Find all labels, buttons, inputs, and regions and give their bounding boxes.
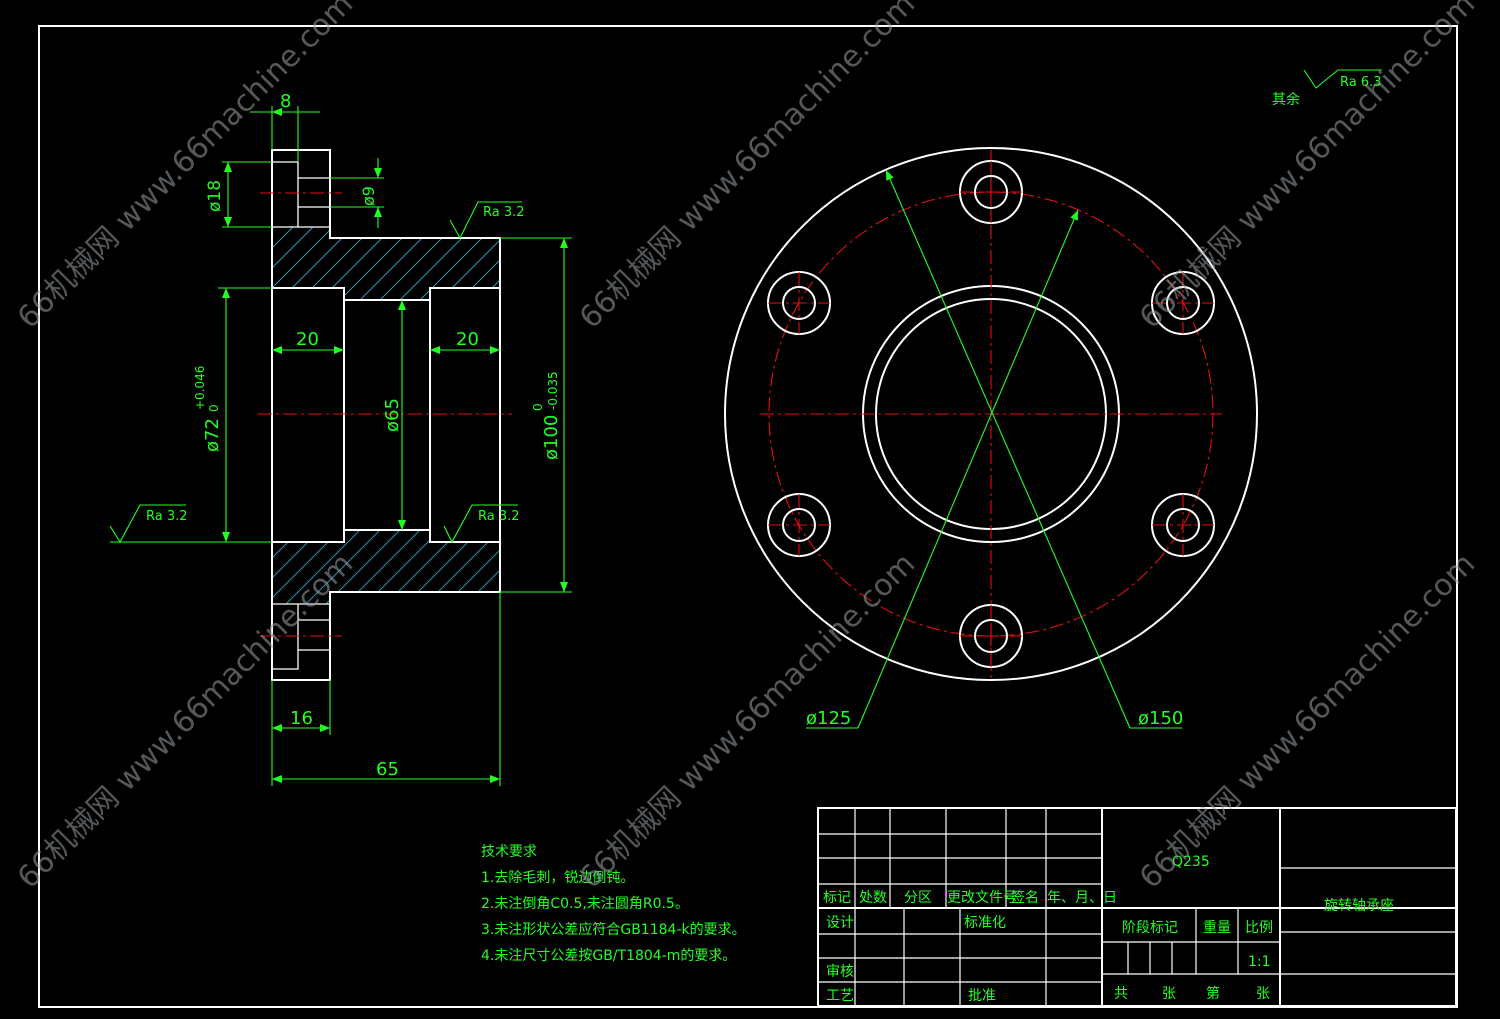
tb-review: 审核 xyxy=(826,964,854,980)
dim-flange-outer-label: ø150 xyxy=(1138,708,1183,729)
watermark-5: 66机械网 www.66machine.com xyxy=(573,546,922,895)
roughness-symbol-left: Ra 3.2 xyxy=(109,504,272,544)
dim-inner-dia: ø65 xyxy=(382,300,406,530)
dim-bore-dia-tol-lower: 0 xyxy=(207,404,221,412)
tech-requirement-3: 3.未注形状公差应符合GB1184-k的要求。 xyxy=(481,921,746,938)
tech-requirements-title: 技术要求 xyxy=(481,844,537,860)
dim-bolt-small-dia: ø9 xyxy=(330,158,384,228)
dim-flange-thickness: 8 xyxy=(250,91,320,162)
watermark-3: 66机械网 www.66machine.com xyxy=(1133,0,1482,336)
default-roughness: 其余 Ra 6.3 xyxy=(1272,69,1382,108)
dim-outer-dia: ø100 0 -0.035 xyxy=(500,237,572,593)
section-hatching xyxy=(272,227,500,300)
end-view: ø125 ø150 xyxy=(724,147,1258,729)
bolt-hole-4 xyxy=(767,493,831,557)
bolt-hole-6 xyxy=(959,604,1023,668)
tech-requirement-2: 2.未注倒角C0.5,未注圆角R0.5。 xyxy=(481,896,689,912)
roughness-symbol-top: Ra 3.2 xyxy=(449,201,525,240)
section-hatching-bottom xyxy=(272,530,500,604)
bolt-hole-top xyxy=(272,161,330,228)
tb-weight: 重量 xyxy=(1203,920,1231,936)
tech-requirements: 技术要求 1.去除毛刺，锐边倒钝。 2.未注倒角C0.5,未注圆角R0.5。 3… xyxy=(481,844,746,964)
tb-sheet-no: 第 xyxy=(1206,985,1220,1002)
dim-bolt-small-dia-label: ø9 xyxy=(359,186,378,206)
tb-total: 共 xyxy=(1114,986,1128,1002)
dim-bore-dia-label: ø72 xyxy=(202,418,223,452)
dim-flange-outer: ø150 xyxy=(885,169,1183,729)
roughness-symbol-bore: Ra 3.2 xyxy=(443,504,520,544)
flange-outer-circle xyxy=(724,147,1258,681)
dim-total-length-label: 65 xyxy=(376,759,399,780)
dim-bore-dia-tol-upper: +0.046 xyxy=(193,366,207,410)
watermark-2: 66机械网 www.66machine.com xyxy=(573,0,922,336)
dim-total-length: 65 xyxy=(271,592,501,786)
dim-bore-depth-right-label: 20 xyxy=(456,329,479,350)
dim-pitch-circle: ø125 xyxy=(806,209,1079,729)
tb-header-date: 年、月、日 xyxy=(1047,890,1117,906)
bolt-hole-5 xyxy=(1151,493,1215,557)
dim-bore-depth-right: 20 xyxy=(430,329,500,354)
tb-process: 工艺 xyxy=(826,988,854,1004)
tb-standardization: 标准化 xyxy=(964,915,1006,931)
dim-bore-depth-left: 20 xyxy=(272,329,344,354)
tb-material: Q235 xyxy=(1172,854,1210,870)
tech-requirement-1: 1.去除毛刺，锐边倒钝。 xyxy=(481,870,634,886)
dim-flange-thickness-label: 8 xyxy=(280,91,291,112)
tb-header-mark: 标记 xyxy=(823,890,851,906)
dim-outer-dia-label: ø100 xyxy=(541,415,562,460)
tb-scale-value: 1:1 xyxy=(1248,954,1271,970)
bolt-holes xyxy=(767,160,1215,668)
tb-design: 设计 xyxy=(826,915,854,931)
watermarks: 66机械网 www.66machine.com 66机械网 www.66mach… xyxy=(11,0,1482,896)
tb-scale-label: 比例 xyxy=(1245,920,1273,936)
dim-pitch-circle-label: ø125 xyxy=(806,708,851,729)
tb-header-change-doc: 更改文件号 xyxy=(947,890,1017,906)
roughness-bore-label: Ra 3.2 xyxy=(478,509,520,524)
roughness-top-label: Ra 3.2 xyxy=(483,205,525,220)
tb-part-name: 旋转轴承座 xyxy=(1324,898,1394,914)
dim-bolt-hole-dia-label: ø18 xyxy=(205,180,225,212)
dim-inner-dia-label: ø65 xyxy=(382,398,403,432)
section-view: 8 ø18 ø9 20 20 xyxy=(109,91,572,786)
title-block: 标记 处数 分区 更改文件号 签名 年、月、日 设计 标准化 审核 工艺 批准 … xyxy=(817,807,1457,1007)
tech-requirement-4: 4.未注尺寸公差按GB/T1804-m的要求。 xyxy=(481,948,736,964)
default-roughness-prefix: 其余 xyxy=(1272,91,1300,108)
tb-stage-mark: 阶段标记 xyxy=(1122,920,1178,936)
roughness-left-label: Ra 3.2 xyxy=(146,509,188,524)
dim-bolt-hole-dia: ø18 xyxy=(205,161,272,228)
bore-outline xyxy=(272,287,500,543)
watermark-6: 66机械网 www.66machine.com xyxy=(1133,546,1482,895)
tb-header-signature: 签名 xyxy=(1011,889,1039,906)
dim-flange-width-label: 16 xyxy=(290,708,313,729)
dim-flange-width: 16 xyxy=(271,680,331,735)
tb-header-count: 处数 xyxy=(859,890,887,906)
dim-outer-dia-tol-lower: -0.035 xyxy=(546,371,560,410)
bolt-hole-1 xyxy=(959,160,1023,224)
tb-sheets: 张 xyxy=(1162,986,1176,1002)
bolt-hole-2 xyxy=(767,271,831,335)
sheet-border xyxy=(38,25,1458,1008)
tb-sheets2: 张 xyxy=(1256,986,1270,1002)
bolt-hole-3 xyxy=(1151,271,1215,335)
watermark-1: 66机械网 www.66machine.com xyxy=(11,0,360,336)
tb-header-zone: 分区 xyxy=(904,890,932,906)
tb-approval: 批准 xyxy=(968,988,996,1004)
dim-bore-dia: ø72 +0.046 0 xyxy=(193,287,272,543)
dim-outer-dia-tol-upper: 0 xyxy=(531,403,545,411)
default-roughness-label: Ra 6.3 xyxy=(1340,75,1382,90)
dim-bore-depth-left-label: 20 xyxy=(296,329,319,350)
